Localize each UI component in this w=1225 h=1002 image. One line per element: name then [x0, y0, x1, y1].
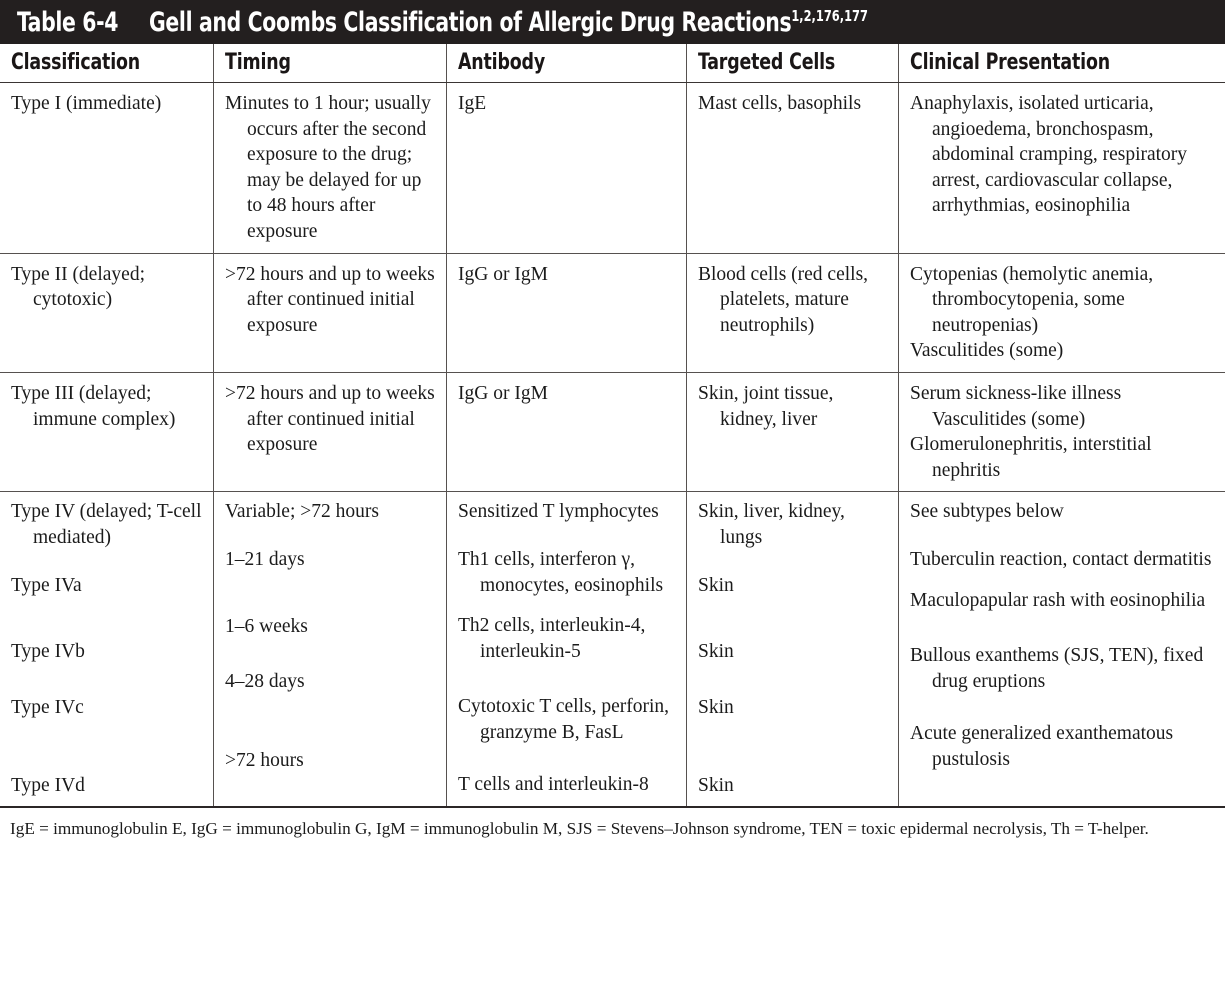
cell-classification: Type IVd	[11, 775, 85, 797]
cell-antibody-group: Sensitized T lymphocytes Th1 cells, inte…	[446, 492, 686, 806]
cell-clinical-presentation: Bullous exanthems (SJS, TEN), fixed drug…	[910, 645, 1204, 692]
cell-antibody: Sensitized T lymphocytes	[458, 501, 659, 523]
column-header-antibody: Antibody	[446, 44, 686, 82]
cell-targeted-cells: Skin, liver, kidney, lungs	[698, 501, 845, 548]
table-row: Type III (delayed; immune complex) >72 h…	[0, 371, 1225, 492]
cell-classification: Type II (delayed; cytotoxic)	[11, 263, 145, 311]
table-title-bar: Table 6-4 Gell and Coombs Classification…	[0, 0, 1225, 44]
cell-antibody: Th1 cells, interferon γ, monocytes, eosi…	[458, 548, 664, 596]
cell-targeted-cells: Skin	[698, 696, 734, 718]
cell-clinical-presentation: Tuberculin reaction, contact dermatitis	[910, 548, 1212, 570]
cell-classification: Type IVa	[11, 574, 82, 596]
cell-clinical-presentation: Acute generalized exanthematous pustulos…	[910, 723, 1174, 770]
table-row: Type II (delayed; cytotoxic) >72 hours a…	[0, 252, 1225, 372]
cell-targeted-cells-group: Skin, liver, kidney, lungs Skin Skin Ski…	[686, 492, 898, 806]
cell-antibody: IgE	[446, 83, 686, 253]
cell-clinical-presentation: See subtypes below	[910, 501, 1064, 523]
cell-classification-group: Type IV (delayed; T-cell mediated) Type …	[0, 492, 213, 806]
column-header-targeted-cells: Targeted Cells	[686, 44, 898, 82]
cell-antibody: IgG or IgM	[446, 253, 686, 372]
cell-timing: Minutes to 1 hour; usually occurs after …	[213, 83, 446, 253]
cell-clinical-presentation: Maculopapular rash with eosinophilia	[910, 589, 1206, 611]
cell-timing: >72 hours and up to weeks after continue…	[213, 253, 446, 372]
cell-classification: Type IVc	[11, 696, 84, 718]
cell-targeted-cells: Skin	[698, 574, 734, 596]
table-title-superscript: 1,2,176,177	[791, 6, 869, 25]
table-row: Type I (immediate) Minutes to 1 hour; us…	[0, 83, 1225, 253]
cell-timing: 4–28 days	[225, 671, 305, 693]
cell-antibody: IgG or IgM	[446, 372, 686, 492]
cell-timing: Variable; >72 hours	[225, 501, 379, 523]
cell-clinical-presentation: Serum sickness-like illness Vasculitides…	[898, 372, 1225, 492]
table-number: Table 6-4	[17, 6, 119, 38]
table-footnote: IgE = immunoglobulin E, IgG = immunoglob…	[10, 818, 1149, 838]
cell-classification: Type IV (delayed; T-cell mediated)	[11, 501, 202, 548]
column-header-classification: Classification	[11, 49, 140, 75]
table-row-group-type-iv: Type IV (delayed; T-cell mediated) Type …	[0, 491, 1225, 806]
table-title: Gell and Coombs Classification of Allerg…	[149, 7, 868, 38]
cell-targeted-cells: Mast cells, basophils	[686, 83, 898, 253]
cell-targeted-cells: Skin, joint tissue, kidney, liver	[686, 372, 898, 492]
table-header-row: Classification Timing Antibody Targeted …	[0, 44, 1225, 83]
cell-clinical-presentation-group: See subtypes below Tuberculin reaction, …	[898, 492, 1225, 806]
cell-timing-group: Variable; >72 hours 1–21 days 1–6 weeks …	[213, 492, 446, 806]
cell-classification: Type III (delayed; immune complex)	[11, 382, 176, 430]
cell-targeted-cells: Skin	[698, 775, 734, 797]
cell-targeted-cells: Blood cells (red cells, platelets, matur…	[686, 253, 898, 372]
table-title-text: Gell and Coombs Classification of Allerg…	[149, 6, 792, 38]
column-header-timing: Timing	[213, 44, 446, 82]
cell-timing: 1–6 weeks	[225, 615, 308, 637]
cell-classification: Type I (immediate)	[11, 93, 162, 114]
cell-classification: Type IVb	[11, 641, 85, 663]
table-6-4: Table 6-4 Gell and Coombs Classification…	[0, 0, 1225, 838]
cell-targeted-cells: Skin	[698, 641, 734, 663]
cell-clinical-presentation: Anaphylaxis, isolated urticaria, angioed…	[898, 83, 1225, 253]
cell-antibody: T cells and interleukin-8	[458, 774, 649, 796]
column-header-clinical-presentation: Clinical Presentation	[898, 44, 1225, 82]
cell-timing: >72 hours and up to weeks after continue…	[213, 372, 446, 492]
cell-clinical-presentation: Cytopenias (hemolytic anemia, thrombocyt…	[898, 253, 1225, 372]
cell-timing: 1–21 days	[225, 548, 305, 570]
cell-antibody: Th2 cells, interleukin-4, interleukin-5	[458, 615, 646, 662]
table-bottom-rule	[0, 805, 1225, 808]
cell-timing: >72 hours	[225, 749, 304, 771]
cell-antibody: Cytotoxic T cells, perforin, granzyme B,…	[458, 696, 670, 743]
